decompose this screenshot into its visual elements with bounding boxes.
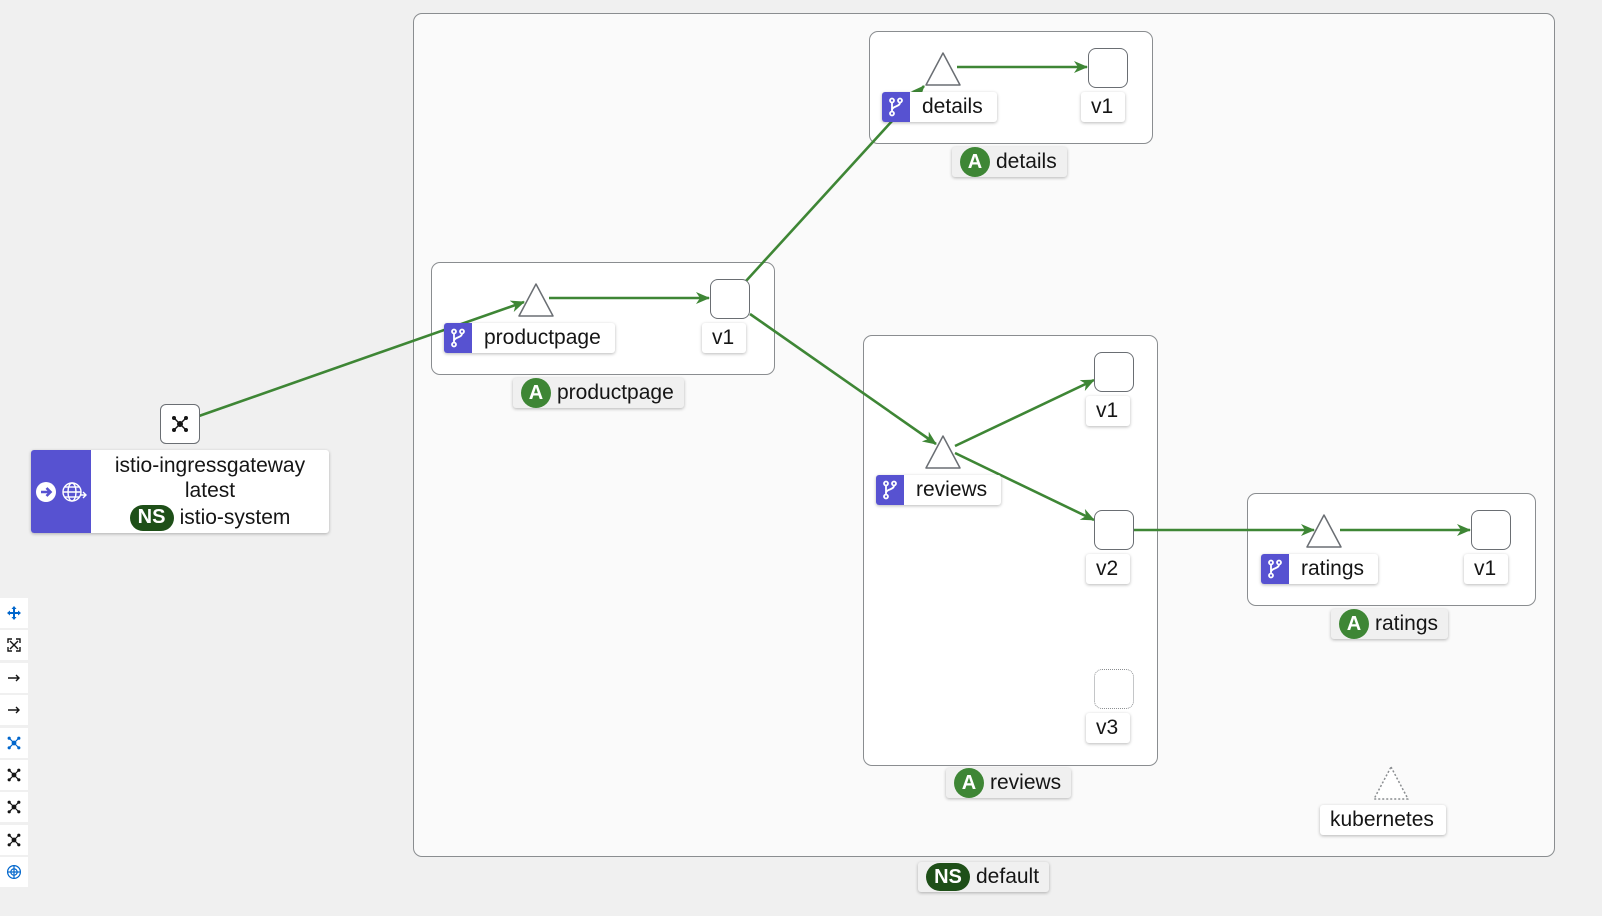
- service-name: details: [922, 95, 983, 118]
- app-name: productpage: [557, 381, 674, 404]
- topology-icon: [172, 416, 188, 432]
- gateway-namespace: istio-system: [179, 506, 291, 529]
- namespace-layout-icon[interactable]: [0, 857, 28, 888]
- edge-reviews-v2: [954, 451, 1095, 522]
- fit-icon[interactable]: [0, 630, 28, 661]
- workload-label-details-v1[interactable]: v1: [1081, 92, 1126, 122]
- app-badge: A: [521, 378, 551, 408]
- layout-default-icon[interactable]: [0, 727, 28, 758]
- service-label-details[interactable]: details: [882, 92, 997, 122]
- virtual-service-icon: [876, 475, 904, 505]
- app-label-reviews[interactable]: A reviews: [946, 768, 1072, 798]
- service-label-kubernetes[interactable]: kubernetes: [1320, 805, 1446, 835]
- app-name: details: [996, 150, 1057, 173]
- gateway-name: istio-ingressgateway: [114, 453, 306, 477]
- layout-2-icon[interactable]: [0, 792, 28, 823]
- service-label-ratings[interactable]: ratings: [1261, 554, 1379, 584]
- workload-version: v1: [712, 326, 735, 349]
- app-badge: A: [954, 768, 984, 798]
- gateway-node[interactable]: [160, 404, 200, 444]
- layout-1-icon[interactable]: [0, 759, 28, 790]
- workload-label-reviews-v2[interactable]: v2: [1086, 554, 1131, 584]
- app-label-productpage[interactable]: A productpage: [513, 378, 684, 408]
- workload-node-productpage-v1[interactable]: [710, 279, 750, 319]
- edge-gateway-productpage: [198, 300, 525, 418]
- virtual-service-icon: [1261, 554, 1289, 584]
- virtual-service-icon: [444, 323, 472, 353]
- service-name: ratings: [1301, 557, 1365, 580]
- namespace-label[interactable]: NS default: [918, 862, 1050, 892]
- edge-productpage-reviews: [749, 312, 937, 446]
- arrow-right-icon[interactable]: [0, 695, 28, 726]
- namespace-badge: NS: [926, 863, 970, 891]
- workload-version: v1: [1474, 557, 1497, 580]
- move-icon[interactable]: [0, 598, 28, 628]
- service-name: productpage: [484, 326, 601, 349]
- workload-version: v2: [1096, 557, 1119, 580]
- gateway-badges: [31, 450, 91, 533]
- workload-node-details-v1[interactable]: [1088, 48, 1128, 88]
- service-node-kubernetes[interactable]: [1372, 765, 1410, 801]
- service-node-reviews[interactable]: [924, 434, 962, 470]
- workload-node-reviews-v3[interactable]: [1094, 669, 1134, 709]
- workload-version: v1: [1096, 399, 1119, 422]
- app-name: reviews: [990, 771, 1062, 794]
- globe-icon: [62, 481, 87, 502]
- app-label-ratings[interactable]: A ratings: [1331, 609, 1449, 639]
- service-node-details[interactable]: [924, 51, 962, 87]
- workload-node-reviews-v2[interactable]: [1094, 510, 1134, 550]
- service-label-reviews[interactable]: reviews: [876, 475, 1002, 505]
- workload-label-ratings-v1[interactable]: v1: [1464, 554, 1509, 584]
- edge-reviews-v1: [954, 378, 1095, 448]
- app-badge: A: [960, 147, 990, 177]
- app-label-details[interactable]: A details: [952, 147, 1067, 177]
- layout-3-icon[interactable]: [0, 824, 28, 855]
- gateway-text: istio-ingressgateway latest NS istio-sys…: [91, 450, 329, 533]
- workload-node-reviews-v1[interactable]: [1094, 352, 1134, 392]
- workload-node-ratings-v1[interactable]: [1471, 510, 1511, 550]
- workload-label-reviews-v3[interactable]: v3: [1086, 713, 1131, 743]
- app-name: ratings: [1375, 612, 1439, 635]
- namespace-name: default: [976, 865, 1040, 888]
- arrow-right-icon[interactable]: [0, 662, 28, 693]
- service-name: reviews: [916, 478, 988, 501]
- arrow-right-circle-icon: [36, 481, 56, 502]
- gateway-version: latest: [184, 478, 236, 502]
- workload-version: v1: [1091, 95, 1114, 118]
- service-node-ratings[interactable]: [1305, 513, 1343, 549]
- gateway-namespace-row: NS istio-system: [129, 504, 291, 531]
- workload-version: v3: [1096, 716, 1119, 739]
- app-badge: A: [1339, 609, 1369, 639]
- graph-toolbar: [0, 598, 28, 890]
- service-label-productpage[interactable]: productpage: [444, 323, 615, 353]
- workload-label-productpage-v1[interactable]: v1: [702, 323, 747, 353]
- virtual-service-icon: [882, 92, 910, 122]
- namespace-badge: NS: [129, 504, 174, 531]
- workload-label-reviews-v1[interactable]: v1: [1086, 396, 1131, 426]
- gateway-label[interactable]: istio-ingressgateway latest NS istio-sys…: [31, 450, 329, 533]
- service-name: kubernetes: [1330, 808, 1434, 831]
- service-node-productpage[interactable]: [517, 282, 555, 318]
